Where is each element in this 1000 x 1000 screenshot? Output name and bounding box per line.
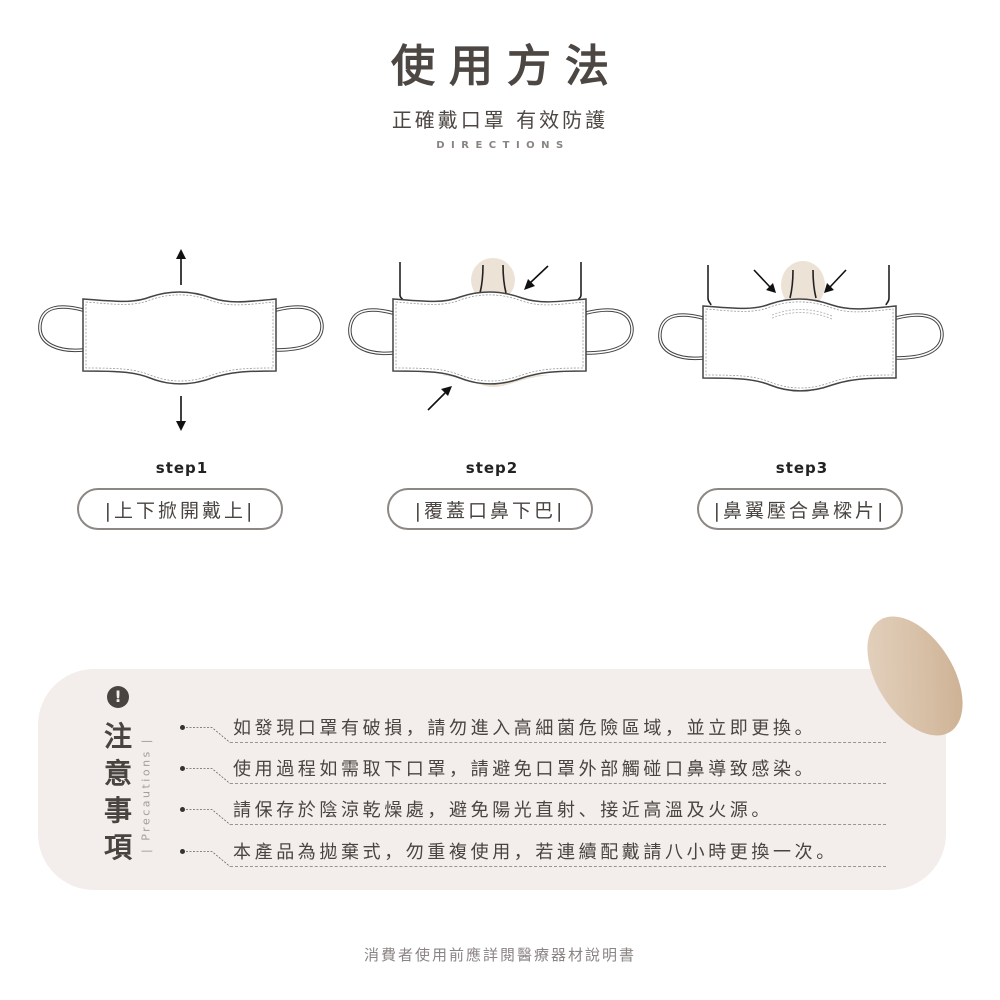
decorative-leaf <box>867 616 963 736</box>
precautions-panel <box>38 669 946 890</box>
leader-line <box>186 727 231 743</box>
directions-label: DIRECTIONS <box>436 140 570 151</box>
divider <box>230 824 886 825</box>
divider <box>230 866 886 867</box>
precautions-title-char: 項 <box>103 831 132 864</box>
precautions-title-char: 意 <box>103 757 132 790</box>
step2-instruction: |覆蓋口鼻下巴| <box>387 488 593 530</box>
bullet-icon <box>180 766 185 771</box>
step3-instruction: |鼻翼壓合鼻樑片| <box>697 488 903 530</box>
leader-line <box>186 809 231 825</box>
leader-line <box>186 768 231 784</box>
bullet-icon <box>180 807 185 812</box>
step1-label: step1 <box>155 459 209 477</box>
precautions-title: 注 意 事 項 <box>98 718 138 866</box>
footer-note: 消費者使用前應詳閱醫療器材說明書 <box>363 946 636 964</box>
precautions-english-label: | Precautions | <box>139 737 153 853</box>
step2-label: step2 <box>465 459 519 477</box>
page-subtitle: 正確戴口罩 有效防護 <box>391 108 609 132</box>
divider <box>230 742 886 743</box>
page-title: 使用方法 <box>391 41 623 92</box>
arrow-up-right-icon <box>427 386 452 411</box>
bullet-icon <box>180 849 185 854</box>
arrow-down-left-icon <box>824 269 847 293</box>
list-item: 如發現口罩有破損，請勿進入高細菌危險區域，並立即更換。 <box>178 712 888 752</box>
step1-instruction: |上下掀開戴上| <box>77 488 283 530</box>
step2-mask-illustration <box>348 258 634 411</box>
step3-mask-illustration <box>658 261 944 392</box>
divider <box>230 783 886 784</box>
step1-mask-illustration <box>38 249 324 431</box>
precautions-title-char: 事 <box>103 794 132 827</box>
arrow-down-icon <box>176 396 186 431</box>
arrow-down-left-icon <box>524 265 549 290</box>
bullet-icon <box>180 725 185 730</box>
list-item: 使用過程如需取下口罩，請避免口罩外部觸碰口鼻導致感染。 <box>178 753 888 793</box>
leader-line <box>186 851 231 867</box>
list-item: 請保存於陰涼乾燥處，避免陽光直射、接近高溫及火源。 <box>178 794 888 834</box>
list-item: 本產品為拋棄式，勿重複使用，若連續配戴請八小時更換一次。 <box>178 836 888 876</box>
step3-label: step3 <box>775 459 829 477</box>
exclamation-icon: ! <box>107 686 129 708</box>
precautions-title-char: 注 <box>103 720 132 753</box>
arrow-up-icon <box>176 249 186 285</box>
arrow-down-right-icon <box>753 269 776 293</box>
